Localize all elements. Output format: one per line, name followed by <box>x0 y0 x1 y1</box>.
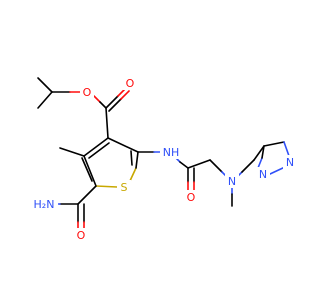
molecule-structure: O O NH S H₂N O O N N N <box>30 76 297 242</box>
bond-ester-carbonyl-a <box>105 95 119 109</box>
bond-pyrazole-c3-c4 <box>261 145 265 159</box>
bond-pyrazole-c4-c5 <box>263 141 285 147</box>
bond-ester-carbonyl-d <box>120 90 130 100</box>
bond-ester-o-single-b <box>93 95 101 103</box>
bond-pyrazole-n1-n2 <box>269 166 286 175</box>
amide-nh-label: NH <box>163 146 180 159</box>
bond-n-to-ch2-b <box>241 159 255 173</box>
bond-ester-carbonyl-c <box>108 98 122 112</box>
bond-ring-c2-c3 <box>135 151 139 169</box>
bond-isopropyl-methyl-b <box>37 91 53 109</box>
bond-ring-c3-c2 <box>107 137 139 153</box>
bond-ring-c4-c3-double <box>88 142 110 159</box>
bond-pyrazole-c5-n1 <box>283 141 290 157</box>
bond-carboxamide-c <box>77 185 97 205</box>
bond-ring-c4-c3 <box>83 137 109 157</box>
bond-ester-o-single-c <box>99 101 107 109</box>
pyrazole-n2-label: N <box>259 168 267 181</box>
pyrazole-n1-label: N <box>286 156 294 169</box>
bond-nh-to-carbonyl-b <box>179 161 189 169</box>
bond-ester-to-ring <box>105 107 109 139</box>
bond-ring-c5-c4-double <box>81 157 93 182</box>
thiophene-sulfur-label: S <box>121 181 128 194</box>
ester-oxygen-single-label: O <box>83 86 92 99</box>
bond-ring-c5-s <box>95 185 118 188</box>
carboxamide-nh2-label: H₂N <box>34 198 55 211</box>
carboxamide-oxygen-label: O <box>77 229 86 242</box>
amine-nitrogen-label: N <box>228 175 236 188</box>
atom-labels: O O NH S H₂N O O N N N <box>30 76 297 242</box>
bond-ring-c4-c5 <box>83 155 97 187</box>
bond-carbonyl-to-ch2 <box>187 159 211 169</box>
bond-pyrazole-n2-c3 <box>257 157 263 169</box>
bond-ch2-to-pyrazole <box>253 145 265 161</box>
bond-ch2-to-n-a <box>209 159 223 173</box>
ester-oxygen-double-label: O <box>126 77 135 90</box>
bond-isopropyl-methyl-a <box>37 77 53 93</box>
bond-ring-c2-double <box>130 150 133 166</box>
amide-oxygen-label: O <box>187 191 196 204</box>
bond-ring-methyl <box>59 147 85 157</box>
